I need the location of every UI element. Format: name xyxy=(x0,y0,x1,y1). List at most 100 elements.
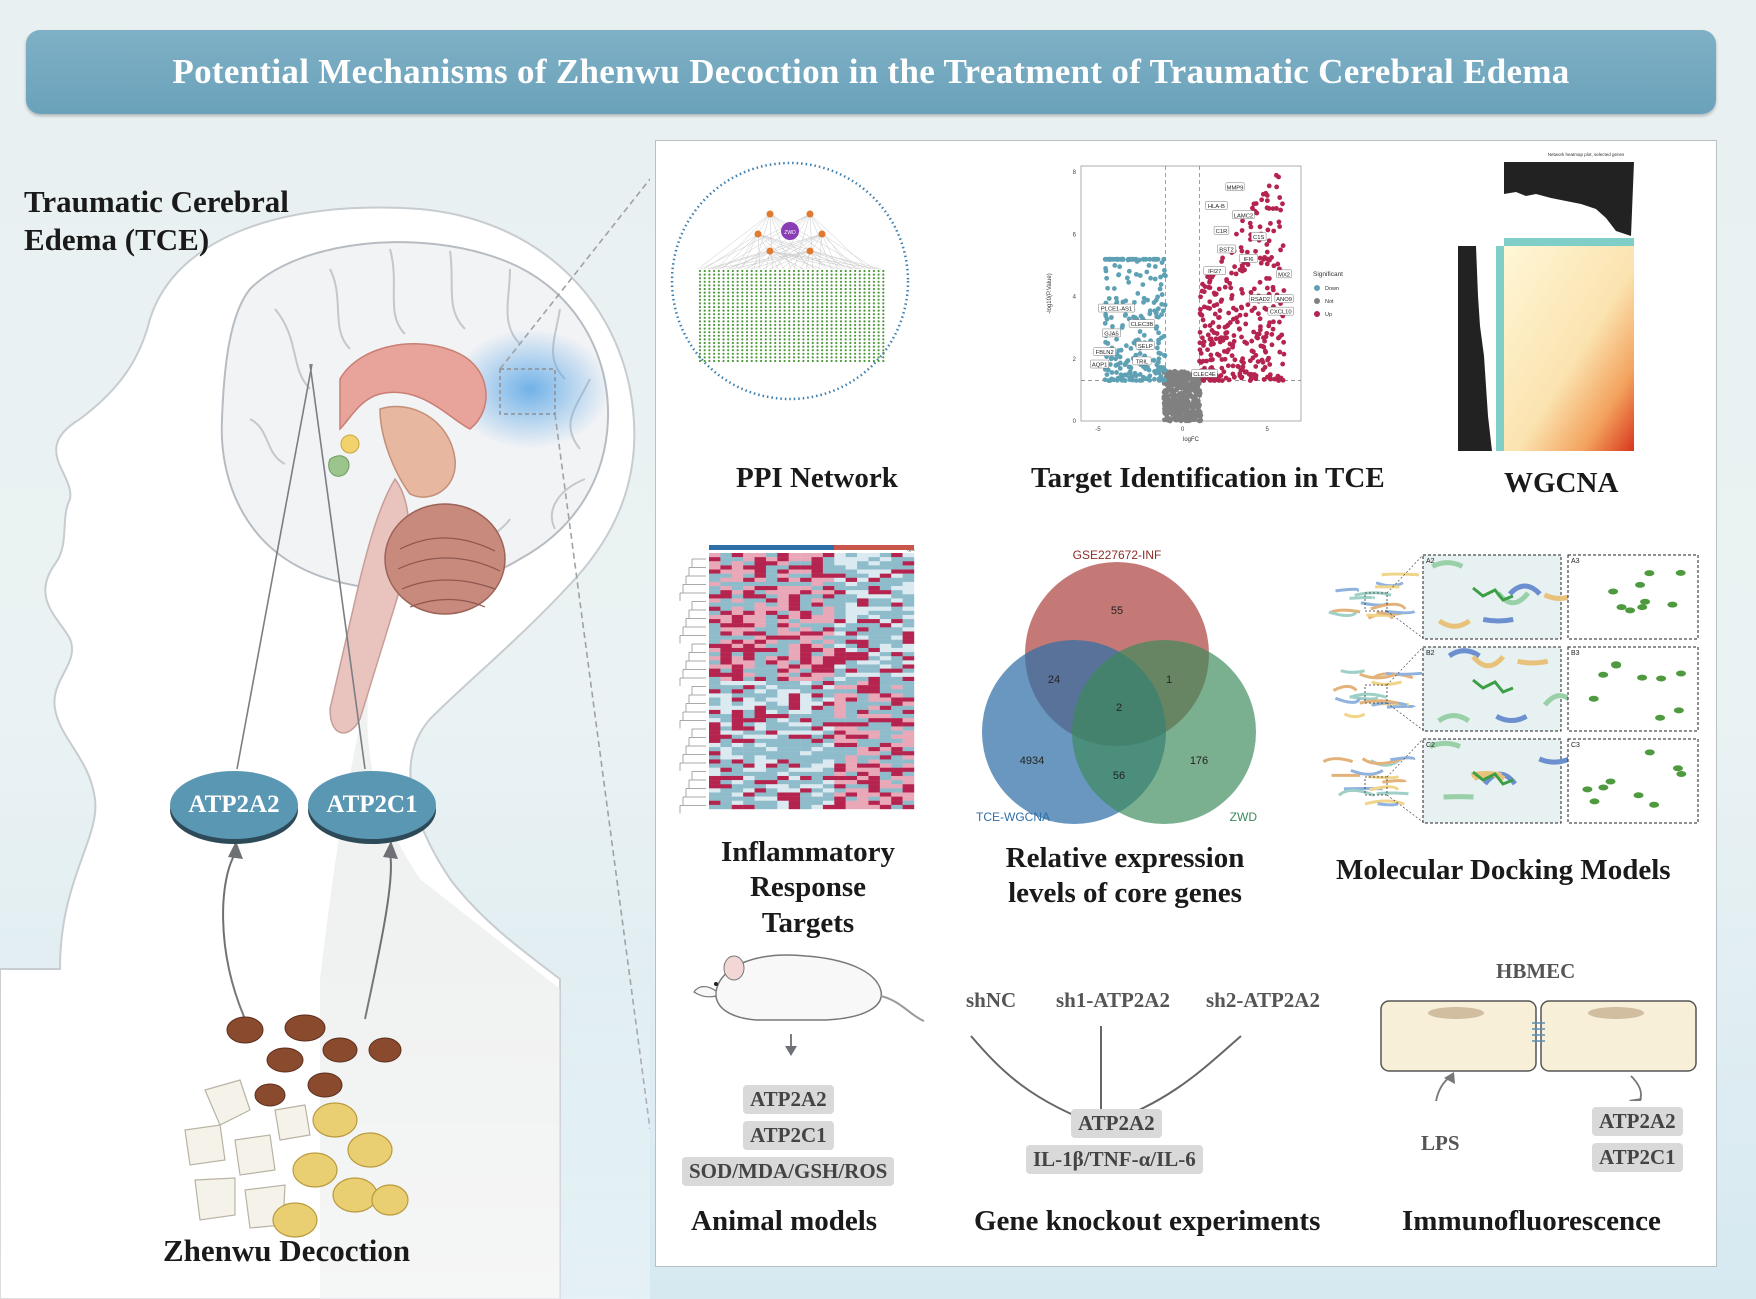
ppi-node xyxy=(872,334,875,337)
heatmap-cell xyxy=(754,602,767,607)
heatmap-cell xyxy=(720,647,732,653)
volcano-point xyxy=(1249,375,1255,381)
heatmap-cell xyxy=(868,792,881,797)
ppi-node xyxy=(839,305,843,309)
ppi-node xyxy=(741,280,744,283)
volcano-point xyxy=(1265,227,1271,233)
heatmap-cell xyxy=(743,693,755,698)
heatmap-cell xyxy=(857,755,869,760)
ppi-node xyxy=(698,295,702,298)
heatmap-cell xyxy=(834,660,846,665)
ppi-node xyxy=(745,284,749,287)
ppi-node xyxy=(863,298,866,301)
ppi-node xyxy=(858,302,861,305)
volcano-point xyxy=(1113,295,1119,301)
ppi-node xyxy=(722,273,725,276)
ppi-node xyxy=(802,291,805,294)
volcano-point xyxy=(1192,397,1197,403)
ppi-node xyxy=(722,313,725,316)
heatmap-cell xyxy=(800,763,812,768)
ppi-node xyxy=(830,284,833,287)
ppi-node xyxy=(877,313,880,316)
heatmap-cell xyxy=(800,705,812,711)
ppi-node xyxy=(863,356,866,359)
volcano-point xyxy=(1168,402,1174,407)
ppi-center-label: ZWD xyxy=(784,230,796,236)
ppi-node xyxy=(882,313,885,316)
heatmap-cell xyxy=(879,561,892,566)
ppi-node xyxy=(811,356,814,359)
heatmap-cell xyxy=(720,569,732,574)
heatmap-cell xyxy=(765,738,778,744)
ppi-node xyxy=(792,295,796,298)
ppi-node xyxy=(764,280,767,283)
ppi-node xyxy=(858,345,861,348)
heatmap-cell xyxy=(800,693,812,698)
heatmap-cell xyxy=(788,738,801,744)
heatmap-cell xyxy=(902,594,915,599)
ppi-node xyxy=(839,334,843,337)
ppi-node xyxy=(839,309,843,312)
ppi-node xyxy=(839,352,843,355)
ppi-node xyxy=(698,345,702,348)
ppi-node xyxy=(792,305,796,309)
heatmap-cell xyxy=(857,606,869,612)
volcano-ytick: 4 xyxy=(1073,295,1077,301)
ppi-node xyxy=(750,291,753,294)
heatmap-cell xyxy=(834,714,846,719)
heatmap-cell xyxy=(834,800,846,806)
volcano-point xyxy=(1137,273,1143,278)
heatmap-cell xyxy=(709,606,721,612)
volcano-point xyxy=(1162,417,1167,423)
ppi-node xyxy=(872,320,875,323)
ppi-node xyxy=(736,269,739,273)
heatmap-cell xyxy=(811,714,824,719)
ppi-node xyxy=(849,349,852,352)
ppi-node xyxy=(825,273,828,276)
volcano-point xyxy=(1271,228,1277,234)
ppi-node xyxy=(854,287,857,291)
heatmap-cell xyxy=(709,767,721,773)
ppi-node xyxy=(849,338,852,341)
ppi-node xyxy=(736,284,739,287)
heatmap-cell xyxy=(777,577,789,583)
ppi-node xyxy=(778,298,781,301)
heatmap-cell xyxy=(800,676,812,682)
ppi-node xyxy=(722,338,725,341)
heatmap-cell xyxy=(743,759,755,764)
heatmap-cell xyxy=(765,639,778,645)
heatmap-cell xyxy=(891,705,903,711)
ppi-node xyxy=(849,291,852,294)
heatmap-cell xyxy=(834,788,846,793)
heatmap-cell xyxy=(765,788,778,793)
heatmap-cell xyxy=(879,755,892,760)
heatmap-cell xyxy=(811,565,824,570)
ppi-node xyxy=(750,298,753,301)
heatmap-cell xyxy=(754,796,767,801)
ppi-node xyxy=(731,323,734,327)
heatmap-cell xyxy=(754,656,767,661)
residue-mark xyxy=(1608,588,1619,595)
heatmap-cell xyxy=(891,775,903,781)
heatmap-cell xyxy=(720,610,732,616)
heatmap-cell xyxy=(845,755,858,760)
heatmap-cell xyxy=(709,635,721,640)
heatmap-cell xyxy=(891,553,903,558)
ppi-node xyxy=(755,323,758,327)
heatmap-cell xyxy=(720,594,732,599)
heatmap-cell xyxy=(777,742,789,748)
ppi-node xyxy=(731,327,734,330)
ppi-node xyxy=(774,345,777,348)
heatmap-cell xyxy=(879,569,892,574)
heatmap-cell xyxy=(845,775,858,781)
volcano-point xyxy=(1124,275,1130,281)
volcano-point xyxy=(1240,364,1246,370)
ppi-node xyxy=(750,309,753,312)
ppi-node xyxy=(708,349,711,352)
heatmap-cell xyxy=(857,763,869,768)
heatmap-cell xyxy=(800,730,812,735)
heatmap-cell xyxy=(822,763,835,768)
heatmap-cell xyxy=(811,775,824,781)
heatmap-cell xyxy=(902,602,915,607)
ppi-node xyxy=(830,309,833,312)
